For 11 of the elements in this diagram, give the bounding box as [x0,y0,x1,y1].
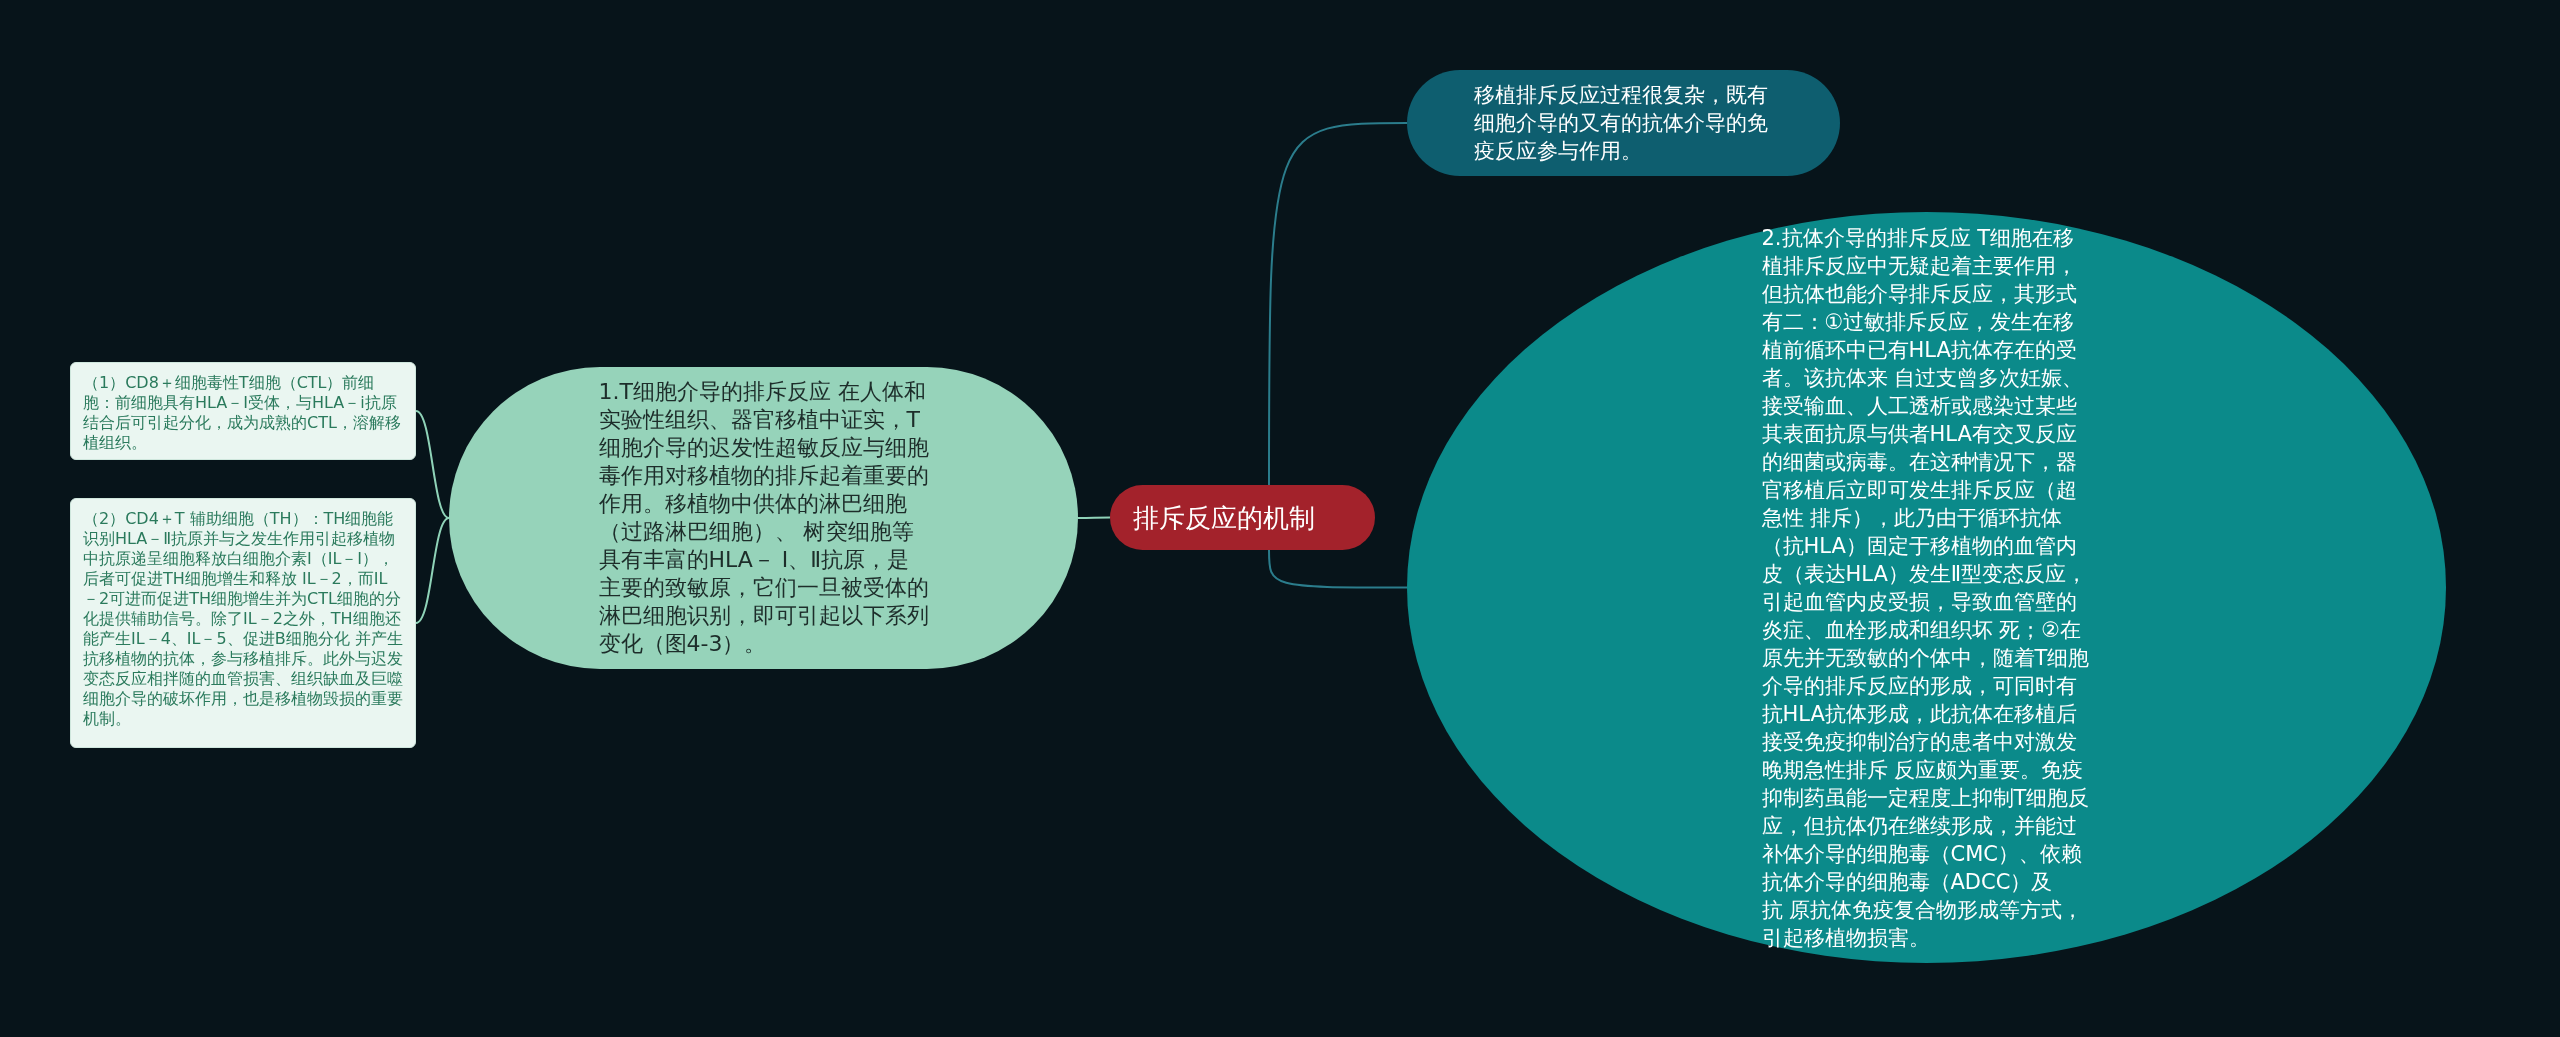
note-card: （1）CD8＋细胞毒性T细胞（CTL）前细胞：前细胞具有HLA－Ⅰ受体，与HLA－ⅰ抗原结合后可引起分化，成为成熟的CTL，溶解移植组织。 [70,362,416,460]
topic-pill: 移植排斥反应过程很复杂，既有细胞介导的又有的抗体介导的免疫反应参与作用。 [1407,70,1840,176]
connector-line [1268,122,1408,486]
topic-pill: 1.T细胞介导的排斥反应 在人体和实验性组织、器官移植中证实，T细胞介导的迟发性超敏反应与细胞毒作用对移植物的排斥起着重要的作用。移植物中供体的淋巴细胞（过路淋巴细胞）、 树突细胞等具有丰富的HLA－ Ⅰ、Ⅱ抗原，是主要的致敏原，它们一旦被受体的淋巴细胞识别，即可引起以下系列变化（图4-3）。 [449,367,1078,669]
connector-line [1077,516,1111,519]
topic-ellipse: 2.抗体介导的排斥反应 T细胞在移植排斥反应中无疑起着主要作用，但抗体也能介导排斥反应，其形式有二：①过敏排斥反应，发生在移植前循环中已有HLA抗体存在的受者。该抗体来 自过支曾多次妊娠、接受输血、人工透析或感染过某些其表面抗原与供者HLA有交叉反应的细菌或病毒。在这种情况下，器官移植后立即可发生排斥反应（超急性 排斥），此乃由于循环抗体（抗HLA）固定于移植物的血管内皮（表达HLA）发生Ⅱ型变态反应，引起血管内皮受损，导致血管壁的炎症、血栓形成和组织坏 死；②在原先并无致敏的个体中，随着T细胞介导的排斥反应的形成，可同时有抗HLA抗体形成，此抗体在移植后接受免疫抑制治疗的患者中对激发晚期急性排斥 反应颇为重要。免疫抑制药虽能一定程度上抑制T细胞反应，但抗体仍在继续形成，并能过补体介导的细胞毒（CMC）、依赖抗体介导的细胞毒（ADCC）及抗 原抗体免疫复合物形成等方式，引起移植物损害。 [1407,212,2446,963]
note-card: （2）CD4＋T 辅助细胞（TH）：TH细胞能识别HLA－Ⅱ抗原并与之发生作用引起移植物中抗原递呈细胞释放白细胞介素Ⅰ（IL－Ⅰ），后者可促进TH细胞增生和释放 IL－2，而IL－2可进而促进TH细胞增生并为CTL细胞的分化提供辅助信号。除了IL－2之外，TH细胞还能产生IL－4、IL－5、促进B细胞分化 并产生抗移植物的抗体，参与移植排斥。此外与迟发变态反应相拌随的血管损害、组织缺血及巨噬细胞介导的破坏作用，也是移植物毁损的重要机制。 [70,498,416,748]
connector-line [415,517,450,624]
connector-line [415,410,450,519]
central-topic: 排斥反应的机制 [1110,485,1375,550]
connector-line [1268,549,1408,589]
